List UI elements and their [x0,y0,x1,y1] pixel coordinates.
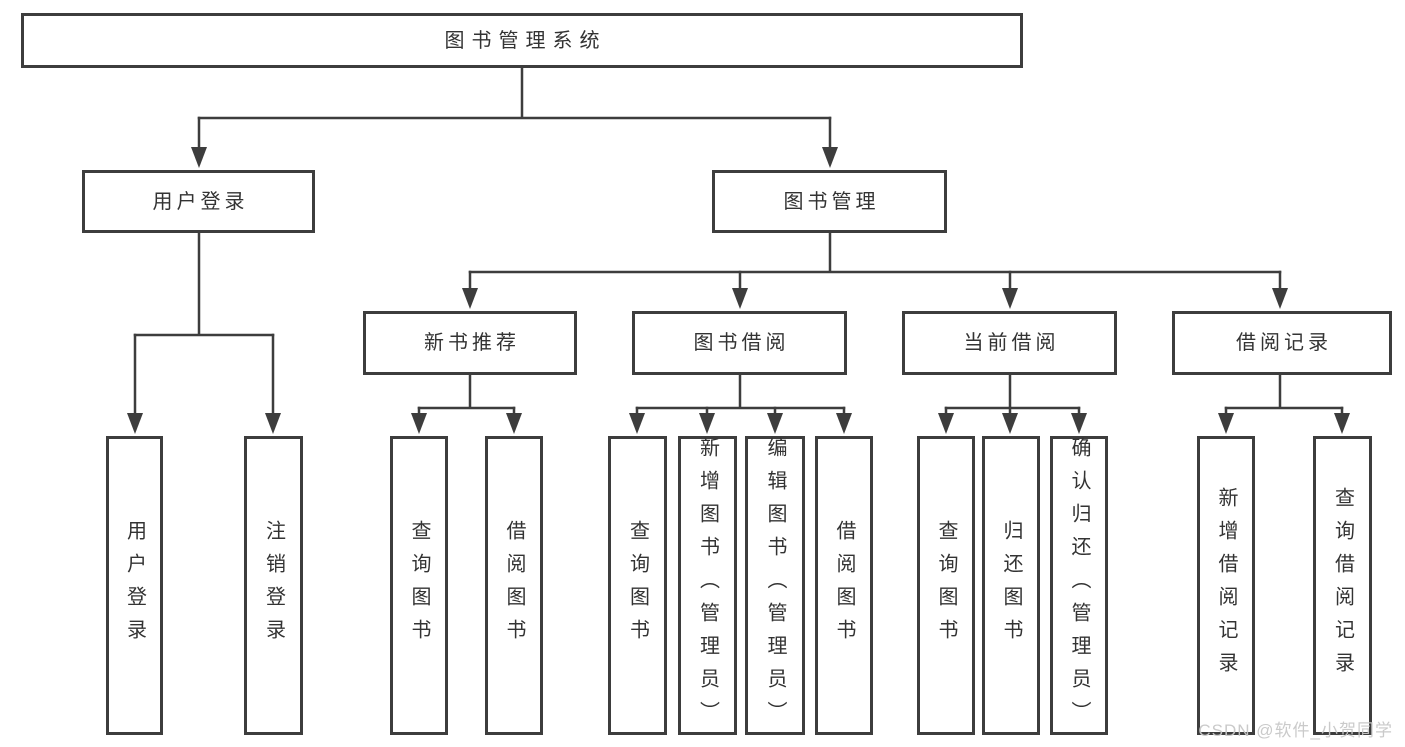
node-label: 图书管理 [783,190,880,213]
node-book-borrowing: 图书借阅 [632,311,847,375]
node-label: 图书借阅 [693,332,790,354]
node-label: 新增借阅记录 [1215,486,1237,685]
node-current-borrowing: 当前借阅 [902,311,1117,375]
arrow-shafts [133,116,1344,416]
leaf-add-books-admin: 新增图书（管理员） [678,436,737,735]
leaf-logout: 注销登录 [244,436,303,735]
node-label: 当前借阅 [963,332,1060,354]
leaf-current-query-books: 查询图书 [917,436,975,735]
node-label: 注销登录 [262,519,285,652]
node-label: 归还图书 [1000,519,1022,652]
leaf-edit-books-admin: 编辑图书（管理员） [745,436,805,735]
node-label: 编辑图书（管理员） [764,437,786,734]
connector-skeleton [133,66,1344,410]
node-book-management: 图书管理 [712,170,947,233]
leaf-borrow-query-books: 查询图书 [608,436,667,735]
node-label: 用户登录 [152,190,249,213]
node-label: 图书管理系统 [444,29,607,52]
leaf-return-books: 归还图书 [982,436,1040,735]
node-user-login: 用户登录 [82,170,315,233]
node-label: 查询图书 [408,519,430,652]
leaf-user-login: 用户登录 [106,436,163,735]
node-borrowing-records: 借阅记录 [1172,311,1392,375]
node-label: 查询图书 [935,519,957,652]
node-new-book-recommendation: 新书推荐 [363,311,577,375]
watermark: CSDN @软件_小贺同学 [1198,721,1393,740]
node-label: 借阅记录 [1236,332,1332,354]
arrow-heads [127,147,1350,434]
node-label: 借阅图书 [833,519,855,652]
node-label: 确认归还（管理员） [1068,437,1090,734]
leaf-recommend-borrow-books: 借阅图书 [485,436,543,735]
node-label: 新书推荐 [424,332,520,354]
leaf-query-borrow-record: 查询借阅记录 [1313,436,1372,735]
node-label: 用户登录 [123,519,146,652]
leaf-recommend-query-books: 查询图书 [390,436,448,735]
leaf-borrow-books: 借阅图书 [815,436,873,735]
node-label: 新增图书（管理员） [696,437,719,734]
node-library-management-system: 图书管理系统 [21,13,1023,68]
node-label: 查询借阅记录 [1331,486,1354,685]
leaf-confirm-return-admin: 确认归还（管理员） [1050,436,1108,735]
node-label: 查询图书 [626,519,649,652]
leaf-add-borrow-record: 新增借阅记录 [1197,436,1255,735]
node-label: 借阅图书 [503,519,525,652]
